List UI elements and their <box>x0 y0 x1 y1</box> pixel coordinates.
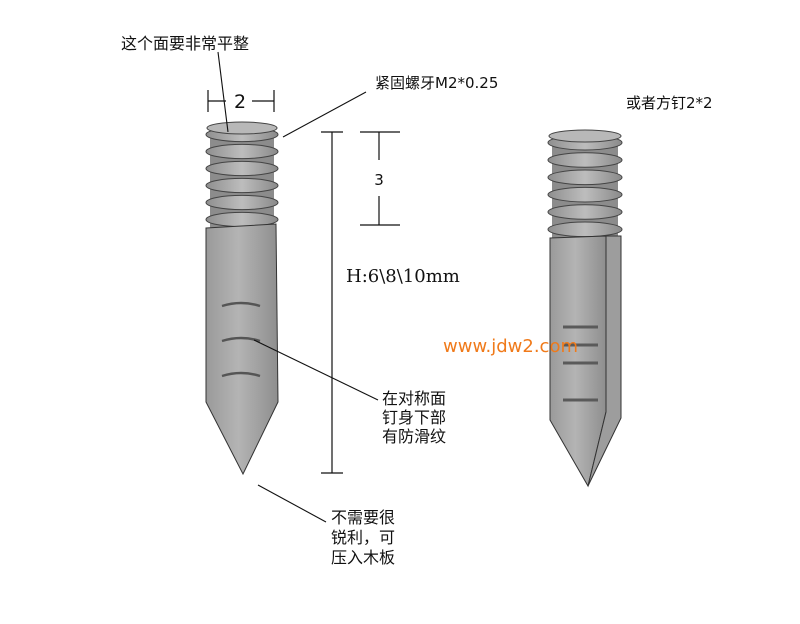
round-pin-thread-ridge <box>205 177 279 194</box>
leader-lines <box>217 51 379 523</box>
anti-slip-note-line-2: 钉身下部 <box>382 408 446 427</box>
anti-slip-grooves <box>221 301 261 378</box>
round-pin <box>205 121 279 476</box>
square-pin-thread-ridge <box>547 152 623 168</box>
height-label: H:6\8\10mm <box>346 266 460 287</box>
anti-slip-note-line-3: 有防滑纹 <box>382 427 446 446</box>
leader-thread <box>282 91 367 138</box>
square-pin-grooves <box>563 325 598 402</box>
square-pin-thread-core <box>552 134 618 238</box>
thread-spec-note: 紧固螺牙M2*0.25 <box>375 74 498 92</box>
square-pin-thread-ridge <box>547 169 623 186</box>
tip-note-line-1: 不需要很 <box>331 508 395 527</box>
diameter-dimension <box>207 90 275 112</box>
round-pin-thread-ridge <box>205 160 279 177</box>
square-pin-thread <box>547 129 623 238</box>
leader-anti-slip <box>253 339 379 401</box>
thread-length-dimension <box>360 131 400 226</box>
square-pin-face-right <box>587 235 622 487</box>
groove-2 <box>221 336 261 343</box>
anti-slip-note-line-1: 在对称面 <box>382 389 446 408</box>
round-pin-shank <box>205 223 279 476</box>
square-pin <box>547 129 623 488</box>
round-pin-thread-ridge <box>205 143 279 160</box>
round-pin-thread <box>205 121 279 228</box>
watermark: www.jdw2.com <box>443 336 578 357</box>
round-pin-thread-top-face <box>206 121 278 135</box>
round-pin-thread-core <box>210 126 274 228</box>
square-pin-thread-ridge <box>547 221 623 238</box>
round-pin-thread-ridge <box>205 194 279 211</box>
leader-tip <box>257 484 327 523</box>
thread-length-label: 3 <box>374 171 384 189</box>
leader-flat-top <box>217 51 229 133</box>
groove-1 <box>221 301 261 308</box>
alternative-nail-note: 或者方钉2*2 <box>626 94 713 112</box>
flat-top-note: 这个面要非常平整 <box>121 34 249 53</box>
tip-note-line-2: 锐利，可 <box>331 528 395 547</box>
diameter-label: 2 <box>234 91 246 113</box>
tip-note-line-3: 压入木板 <box>331 548 395 567</box>
square-pin-thread-ridge <box>547 204 623 220</box>
groove-3 <box>221 371 261 378</box>
height-dimension <box>321 131 343 474</box>
square-pin-thread-top-face <box>548 129 622 143</box>
square-pin-thread-ridge <box>547 186 623 203</box>
